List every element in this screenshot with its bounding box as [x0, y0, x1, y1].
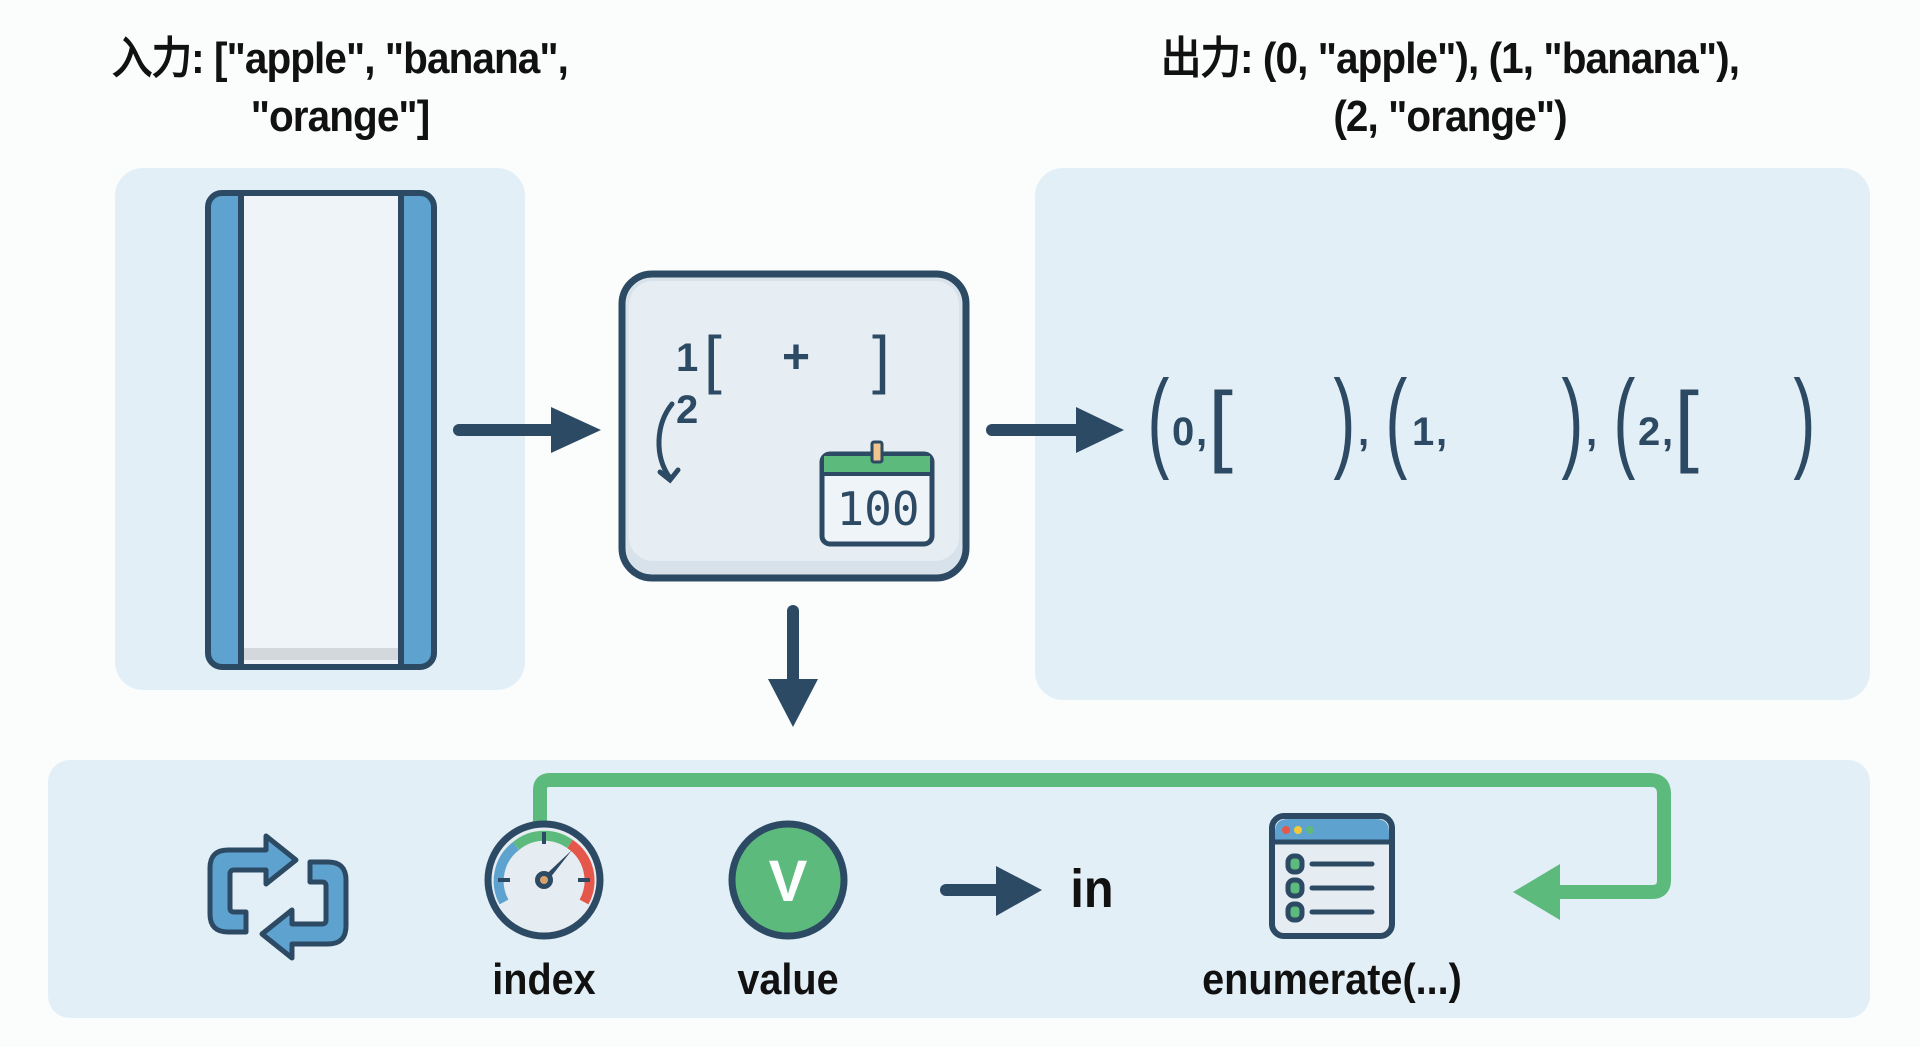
output-tuples: ( 0 , [ ) , ( 1 , ) , ( 2 , [ ): [1147, 358, 1816, 481]
arrow-right-icon: [986, 407, 1124, 453]
in-keyword: in: [1070, 859, 1114, 919]
input-title-line2: "orange"]: [250, 92, 430, 141]
input-title-line1: 入力: ["apple", "banana",: [112, 34, 569, 83]
loop-icon: [207, 833, 349, 961]
value-letter: V: [768, 849, 808, 914]
counter-value: 100: [836, 482, 920, 536]
tuple-index: 0: [1172, 410, 1195, 454]
value-label: value: [737, 955, 839, 1004]
plus-sign: +: [782, 331, 811, 384]
output-title-line1: 出力: (0, "apple"), (1, "banana"),: [1160, 34, 1740, 83]
input-title: 入力: ["apple", "banana", "orange"]: [64, 30, 616, 146]
tuple-index: 1: [1412, 410, 1435, 454]
tuple-index: 2: [1638, 410, 1661, 454]
output-title-line2: (2, "orange"): [1333, 92, 1567, 141]
process-step-1: 1: [676, 336, 699, 380]
arrow-right-icon: [453, 407, 601, 453]
index-label: index: [492, 955, 596, 1004]
index-gauge-icon: [484, 820, 604, 940]
curved-arrow-icon: [656, 401, 681, 484]
process-step-2: 2: [676, 388, 699, 432]
enumerate-list-icon: [1269, 813, 1395, 939]
bracket-close: ]: [872, 323, 890, 395]
arrow-down-icon: [768, 605, 818, 727]
value-icon: [728, 820, 848, 940]
output-title: 出力: (0, "apple"), (1, "banana"), (2, "or…: [1091, 30, 1809, 146]
enumerate-label: enumerate(...): [1202, 955, 1462, 1004]
arrow-right-icon: [940, 866, 1042, 916]
bracket-open: [: [704, 323, 722, 395]
counter-calendar-icon: [819, 440, 935, 547]
